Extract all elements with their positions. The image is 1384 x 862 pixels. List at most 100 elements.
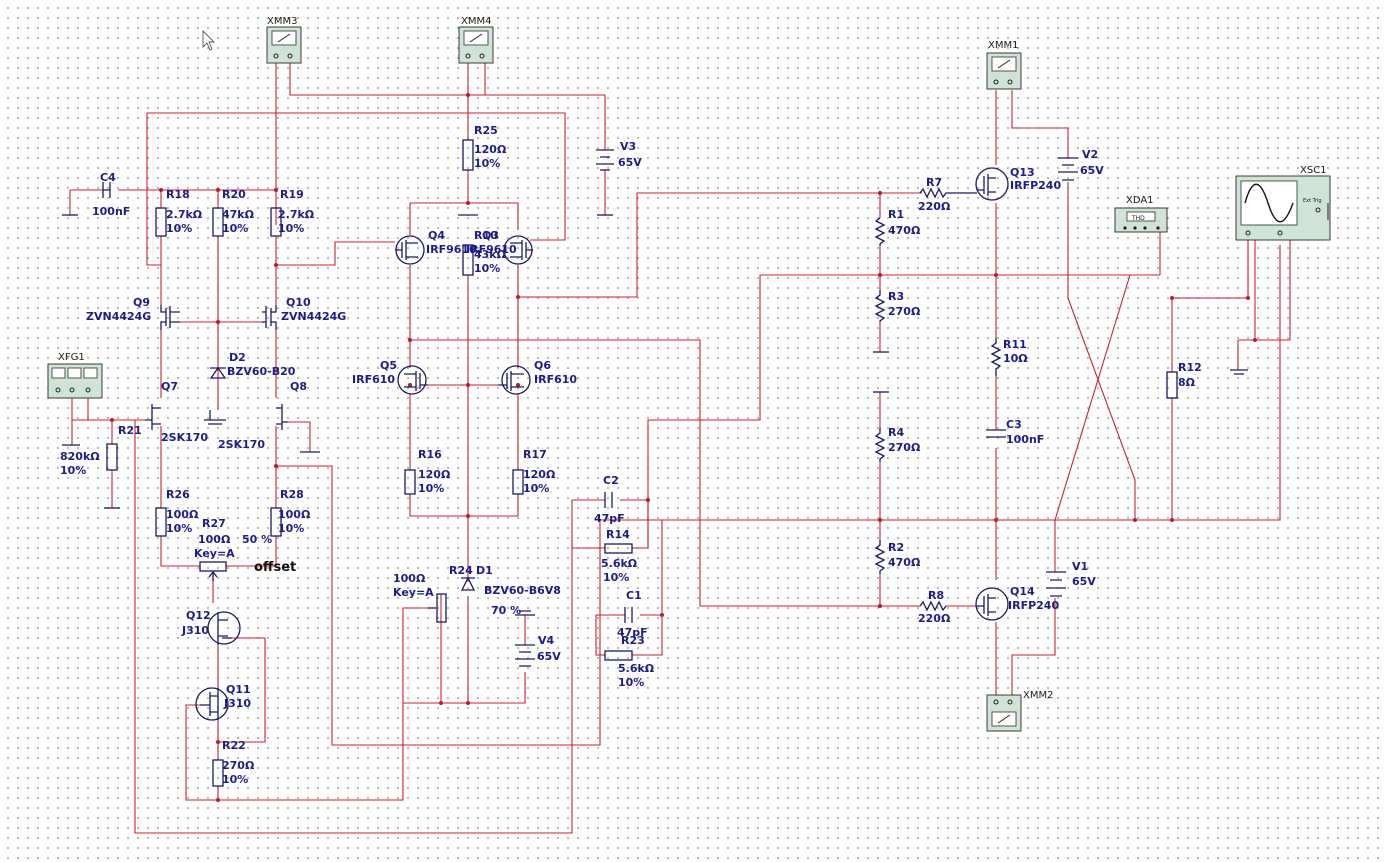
label-r19: R19 (280, 188, 304, 201)
multimeter-xmm4[interactable] (458, 26, 494, 64)
multimeter-xmm2[interactable] (986, 694, 1022, 732)
battery-v1[interactable] (1046, 571, 1066, 597)
jfets[interactable] (145, 404, 288, 721)
mosfet-q14[interactable] (975, 587, 1009, 621)
capacitor-c4[interactable] (102, 182, 111, 198)
mosfet-q3[interactable] (503, 235, 533, 265)
junction-dots (110, 93, 1257, 802)
label-r26-tol: 10% (166, 522, 192, 535)
label-r11-val: 10Ω (1003, 352, 1028, 365)
resistor-r2[interactable] (874, 540, 886, 574)
label-xda1-screen: THD (1131, 215, 1145, 222)
resistor-r21[interactable] (106, 443, 118, 471)
resistor-r8[interactable] (919, 600, 947, 612)
label-r22-val: 270Ω (222, 759, 255, 772)
wires[interactable] (69, 62, 1329, 834)
label-r7: R7 (926, 176, 942, 189)
label-r20: R20 (222, 188, 246, 201)
resistors[interactable] (106, 139, 1178, 787)
resistor-r12[interactable] (1166, 371, 1178, 399)
zener-diodes[interactable] (209, 366, 476, 591)
label-r10-tol: 10% (474, 262, 500, 275)
label-r14: R14 (606, 528, 630, 541)
battery-v2[interactable] (1058, 157, 1078, 181)
resistor-r19[interactable] (270, 207, 282, 237)
zener-d2[interactable] (209, 366, 227, 379)
label-v2: V2 (1082, 148, 1098, 161)
jfet-q12[interactable] (207, 611, 241, 645)
label-v4: V4 (538, 634, 555, 647)
resistor-r11[interactable] (990, 338, 1002, 376)
potentiometer-r27[interactable] (199, 561, 227, 572)
function-generator-icon[interactable] (47, 363, 103, 399)
batteries[interactable] (515, 149, 1078, 667)
label-v3: V3 (620, 140, 636, 153)
resistor-r1[interactable] (874, 217, 886, 246)
label-v2-val: 65V (1080, 164, 1104, 177)
label-r16-val: 120Ω (418, 468, 451, 481)
resistor-r17[interactable] (512, 469, 524, 495)
component-labels: C4 100nF R18 2.7kΩ 10% R20 47kΩ 10% R19 … (60, 124, 1202, 786)
capacitor-c2[interactable] (604, 492, 613, 508)
oscilloscope-icon[interactable] (1235, 175, 1331, 241)
battery-v3[interactable] (596, 149, 614, 171)
mosfets[interactable] (160, 167, 1009, 621)
battery-v4[interactable] (515, 644, 535, 667)
mosfet-q4[interactable] (395, 235, 425, 265)
jfet-q8[interactable] (276, 404, 288, 430)
mosfet-q5[interactable] (397, 365, 428, 395)
label-d2-part: BZV60-B20 (227, 365, 296, 378)
resistor-r25[interactable] (462, 139, 474, 171)
label-r18-tol: 10% (166, 222, 192, 235)
mosfet-q13[interactable] (975, 167, 1009, 201)
instrument-labels: XMM3 XMM4 XMM1 XMM2 XFG1 XDA1 THD XSC1 E… (58, 16, 1327, 701)
mosfet-q10[interactable] (262, 305, 277, 330)
jfet-q7[interactable] (145, 404, 161, 430)
zener-d1[interactable] (460, 576, 476, 591)
resistor-r20[interactable] (212, 207, 224, 237)
multimeter-icon[interactable] (266, 26, 1022, 732)
label-r23-tol: 10% (618, 676, 644, 689)
label-r21-tol: 10% (60, 464, 86, 477)
resistor-r18[interactable] (155, 207, 167, 237)
label-r12: R12 (1178, 361, 1202, 374)
resistor-r4[interactable] (874, 428, 886, 462)
label-xmm2: XMM2 (1023, 690, 1053, 701)
label-q9: Q9 (133, 296, 150, 309)
potentiometer-r24[interactable] (436, 593, 447, 623)
label-r2: R2 (888, 541, 904, 554)
multimeter-xmm1[interactable] (986, 52, 1022, 90)
label-r4-val: 270Ω (888, 441, 921, 454)
mosfet-q6[interactable] (498, 365, 531, 395)
capacitor-c1[interactable] (624, 607, 633, 623)
multimeter-xmm3[interactable] (266, 26, 302, 64)
resistor-r28[interactable] (270, 507, 282, 537)
label-v4-val: 65V (537, 650, 561, 663)
resistor-r23[interactable] (604, 650, 633, 661)
resistor-r10[interactable] (462, 244, 474, 276)
label-r25-tol: 10% (474, 157, 500, 170)
jfet-q11[interactable] (195, 687, 229, 721)
label-r21: R21 (118, 424, 142, 437)
label-q12: Q12 (186, 609, 211, 622)
resistor-r22[interactable] (212, 759, 224, 787)
label-r27: R27 (202, 517, 226, 530)
resistor-r7[interactable] (919, 187, 977, 199)
label-r24: R24 (449, 564, 473, 577)
mosfet-q9[interactable] (160, 305, 180, 330)
resistor-r14[interactable] (604, 543, 633, 554)
label-r14-tol: 10% (603, 571, 629, 584)
distortion-analyzer-icon[interactable] (1114, 207, 1168, 233)
label-c1-val: 47pF (617, 626, 648, 639)
resistor-r16[interactable] (404, 469, 416, 495)
label-r22-tol: 10% (222, 773, 248, 786)
label-r16: R16 (418, 448, 442, 461)
capacitor-c3[interactable] (986, 429, 1006, 438)
label-q11: Q11 (226, 683, 251, 696)
capacitors[interactable] (102, 182, 1006, 623)
resistor-r3[interactable] (874, 290, 886, 322)
resistor-r26[interactable] (155, 507, 167, 537)
label-r8-val: 220Ω (918, 612, 951, 625)
